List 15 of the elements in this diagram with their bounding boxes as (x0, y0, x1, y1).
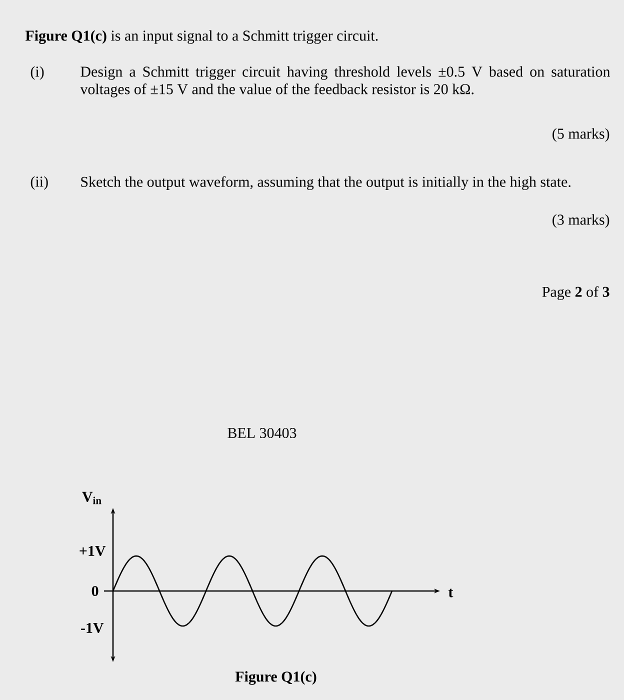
course-code: BEL 30403 (228, 428, 296, 438)
item-number: (i) (30, 66, 44, 80)
tick-label: 0 (92, 586, 98, 596)
marks-text: (3 marks) (552, 214, 610, 228)
page-number: Page 2 of 3 (542, 286, 610, 300)
item-number: (ii) (30, 176, 48, 190)
marks-text: (5 marks) (552, 128, 610, 142)
tick-label: -1V (81, 622, 104, 634)
question-text: Design a Schmitt trigger circuit having threshold levels ±0.5 V based on saturation voltages of ±15 V and the value of the feedback resistor is 20 kΩ. (80, 66, 610, 98)
axis-label: V$_{in}$ (82, 492, 102, 504)
question-text: Sketch the output waveform, assuming that the output is initially in the high state. (81, 176, 570, 190)
question-heading: Figure Q1(c) is an input signal to a Schmitt trigger circuit. (25, 30, 378, 44)
figure-caption: Figure Q1(c) (235, 671, 316, 685)
tick-label: +1V (80, 546, 106, 556)
axis-label: t (448, 588, 454, 598)
